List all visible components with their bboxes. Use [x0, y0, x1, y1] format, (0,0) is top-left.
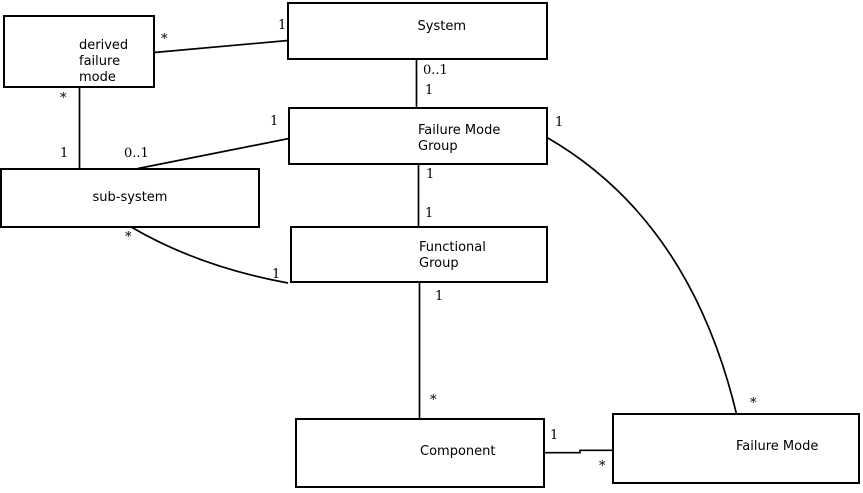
multiplicity-fmg-to-fg-one: 1 [426, 167, 435, 182]
multiplicity-derived-to-subsystem-star: * [60, 91, 67, 106]
entity-label-failure-mode-group: Failure Mode Group [418, 123, 501, 154]
multiplicity-fg-to-component-one: 1 [435, 289, 444, 304]
connector-component-to-failure-mode [545, 449, 613, 454]
multiplicity-fg-from-fmg-one: 1 [425, 206, 434, 221]
multiplicity-subsystem-to-fg-star: * [125, 230, 132, 245]
entity-box-functional-group: Functional Group [290, 226, 548, 283]
entity-label-derived-failure-mode: derived failure mode [79, 38, 129, 85]
entity-box-failure-mode-group: Failure Mode Group [288, 107, 548, 165]
entity-label-failure-mode: Failure Mode [736, 439, 819, 454]
entity-label-component: Component [420, 444, 496, 459]
connector-sub-system-to-functional-group [131, 226, 289, 284]
entity-label-system: System [417, 19, 466, 34]
entity-box-system: System [287, 2, 548, 60]
multiplicity-fm-from-component-star: * [599, 459, 606, 474]
multiplicity-component-to-fm-one: 1 [550, 428, 559, 443]
multiplicity-subsystem-to-fmg-zero-or-one: 0..1 [124, 146, 149, 161]
multiplicity-component-from-fg-star: * [430, 393, 437, 408]
multiplicity-system-to-fmg-zero-or-one: 0..1 [423, 63, 448, 78]
multiplicity-derived-to-system-star: * [161, 32, 168, 47]
entity-label-functional-group: Functional Group [419, 240, 486, 271]
entity-box-derived-failure-mode: derived failure mode [3, 15, 155, 88]
multiplicity-fmg-from-system-one: 1 [425, 83, 434, 98]
multiplicity-subsystem-from-derived-one: 1 [60, 146, 69, 161]
entity-box-failure-mode: Failure Mode [612, 413, 860, 484]
multiplicity-fmg-from-subsystem-one: 1 [270, 114, 279, 129]
entity-box-sub-system: sub-system [0, 168, 260, 228]
connector-derived-failure-mode-to-system [153, 39, 289, 54]
multiplicity-fm-from-fmg-star: * [750, 396, 757, 411]
connector-failure-mode-group-to-failure-mode [546, 136, 738, 415]
entity-box-component: Component [295, 418, 545, 488]
connector-sub-system-to-failure-mode-group [137, 137, 290, 170]
multiplicity-fmg-to-failure-mode-one: 1 [555, 115, 564, 130]
multiplicity-fg-from-subsystem-one: 1 [272, 267, 281, 282]
multiplicity-system-from-derived-one: 1 [278, 18, 287, 33]
entity-label-sub-system: sub-system [92, 190, 168, 205]
